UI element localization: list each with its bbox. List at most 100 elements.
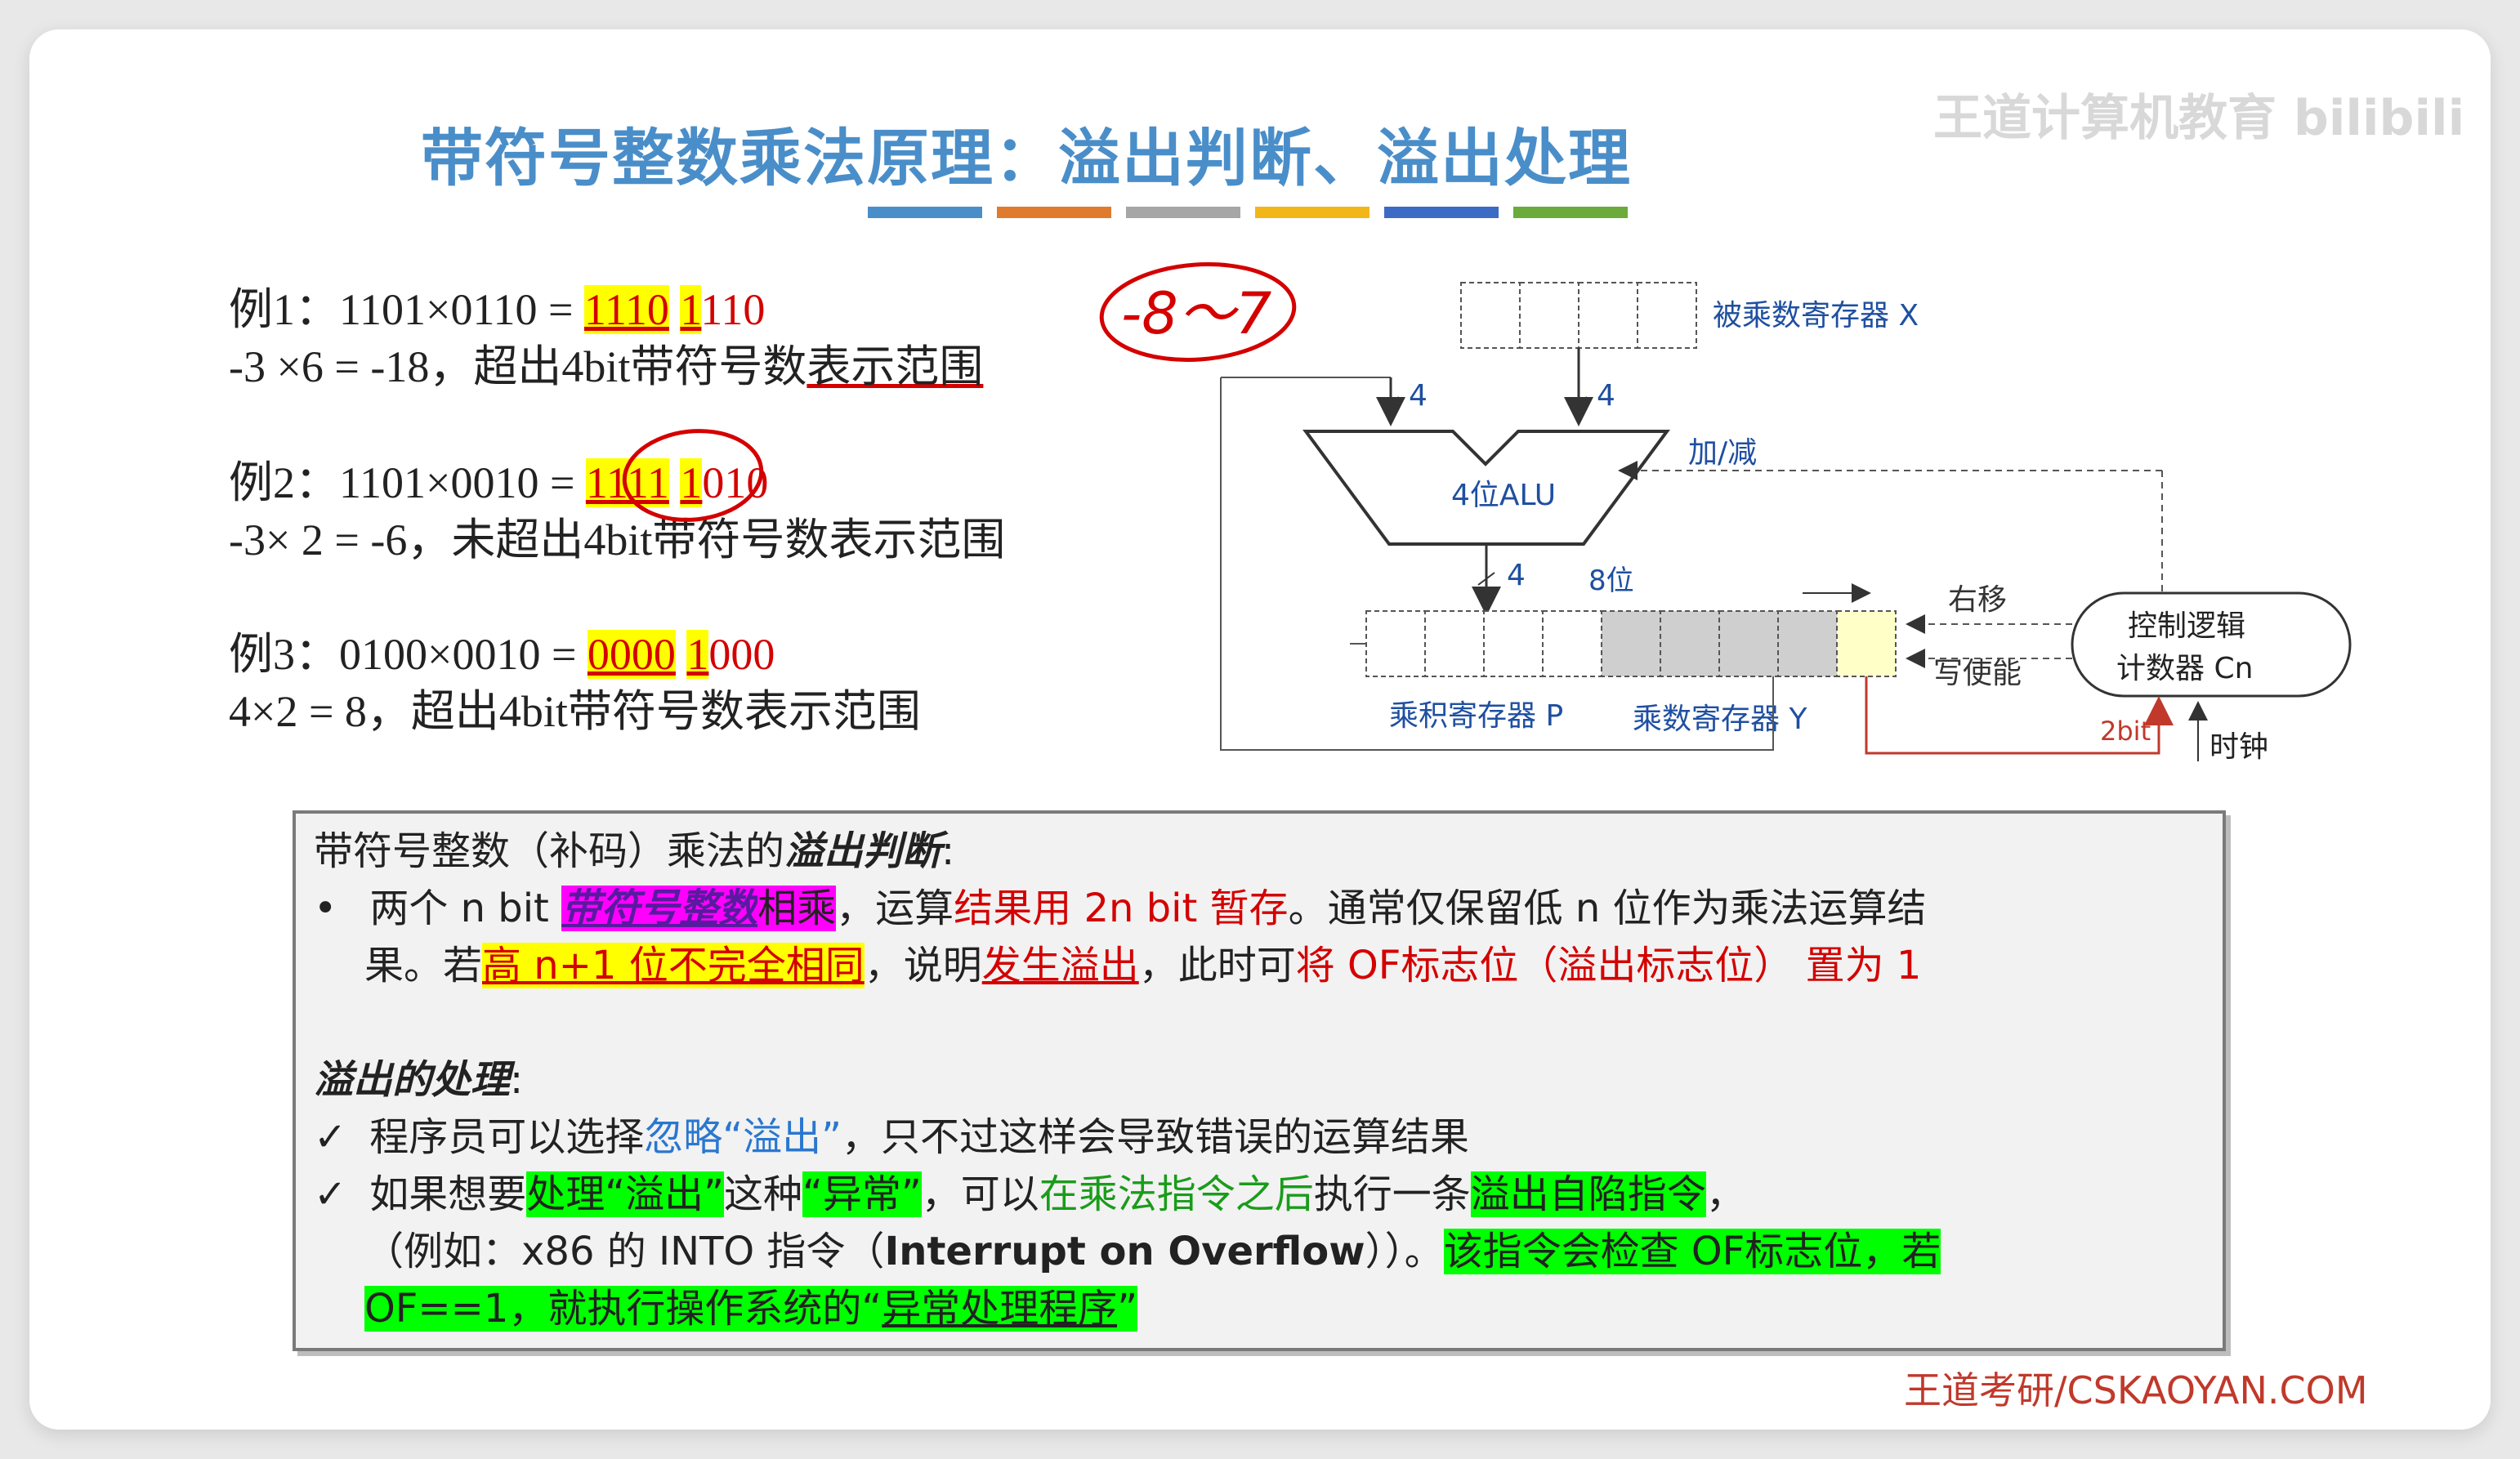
handling-title: 溢出的处理	[314, 1057, 511, 1103]
highlight-high-bits: 高 n+1 位不完全相同	[482, 943, 865, 988]
highlight-exception: “异常”	[802, 1171, 922, 1217]
example-1-range-text: 表示范围	[806, 342, 984, 391]
heading-emphasis: 溢出判断	[784, 828, 942, 874]
bits-label-8: 8位	[1588, 564, 1634, 597]
add-sub-label: 加/减	[1688, 436, 1757, 470]
color-bar	[1126, 207, 1240, 218]
bullet-icon: •	[314, 886, 337, 931]
example-2-equation: 例2：1101×0010 = 1111 1010	[229, 446, 768, 511]
register-y	[1601, 610, 1897, 677]
text: 果。若	[364, 943, 483, 988]
annotation-range-circle	[1099, 262, 1297, 362]
example-1-text: -3 ×6 = -18，超出4bit带符号数	[229, 342, 807, 391]
slide-title: 带符号整数乘法原理：溢出判断、溢出处理	[421, 122, 1632, 194]
text-overflow: 发生溢出	[981, 943, 1139, 988]
check-line-1: ✓程序员可以选择忽略“溢出”，只不过这样会导致错误的运算结果	[314, 1104, 1469, 1162]
annotation-range-text: -8～7	[1121, 280, 1271, 347]
footer-brand: 王道考研/CSKAOYAN.COM	[1904, 1368, 2368, 1412]
bits-label-4b: 4	[1597, 379, 1615, 413]
clock-label: 时钟	[2209, 730, 2268, 764]
text-set-of: 将 OF标志位（溢出标志位） 置为 1	[1295, 943, 1922, 988]
handling-heading: 溢出的处理:	[314, 1047, 523, 1104]
example-2-high-bits: 1111	[585, 458, 669, 507]
wire-feedback	[1220, 377, 1774, 751]
handwritten-annotations: -8～7	[622, 262, 1297, 522]
box-heading: 带符号整数（补码）乘法的溢出判断:	[314, 819, 954, 876]
example-1-low-bits: 110	[701, 285, 766, 334]
heading-colon: :	[941, 828, 955, 874]
two-bit-label: 2bit	[2100, 716, 2151, 747]
alu-label: 4位ALU	[1451, 479, 1556, 512]
handling-colon: :	[510, 1057, 524, 1103]
example-2-explanation: -3× 2 = -6，未超出4bit带符号数表示范围	[229, 515, 1006, 564]
control-logic-box	[2071, 591, 2352, 698]
check-icon: ✓	[314, 1171, 347, 1217]
example-1-high-bits: 1110	[583, 285, 669, 334]
text: 执行一条	[1313, 1171, 1471, 1217]
example-2-sign-bit: 1	[680, 458, 703, 507]
text-ignore-overflow: 忽略“溢出”	[644, 1114, 842, 1160]
register-y-label: 乘数寄存器 Y	[1633, 703, 1807, 736]
example-1-prefix: 例1：1101×0110 =	[229, 285, 584, 334]
text: 这种	[723, 1171, 802, 1217]
highlight-trap-instruction: 溢出自陷指令	[1470, 1171, 1706, 1217]
check-line-2: ✓如果想要处理“溢出”这种“异常”，可以在乘法指令之后执行一条溢出自陷指令，	[314, 1162, 1745, 1219]
example-3-explanation: 4×2 = 8，超出4bit带符号数表示范围	[229, 687, 921, 736]
right-shift-label: 右移	[1948, 583, 2007, 617]
register-x	[1460, 282, 1697, 349]
color-bar	[1384, 207, 1499, 218]
heading-text: 带符号整数（补码）乘法的	[314, 828, 785, 874]
annotation-example-2-circle	[622, 429, 764, 522]
register-p	[1365, 610, 1602, 677]
slide: 带符号整数乘法原理：溢出判断、溢出处理 王道计算机教育 bilibili 例1：…	[29, 29, 2491, 1430]
write-enable-label: 写使能	[1933, 657, 2022, 690]
bits-label-4c: 4	[1507, 559, 1526, 592]
overflow-explanation-box: 带符号整数（补码）乘法的溢出判断: •两个 n bit 带符号整数相乘，运算结果…	[293, 810, 2226, 1351]
text: ，说明	[864, 943, 982, 988]
text: ，只不过这样会导致错误的运算结果	[841, 1114, 1469, 1160]
color-bar	[1255, 207, 1369, 218]
register-x-label: 被乘数寄存器 X	[1713, 299, 1919, 332]
highlight-multiply: 相乘	[757, 886, 837, 931]
text-after-mul: 在乘法指令之后	[1039, 1171, 1314, 1217]
alu-shape	[1302, 430, 1670, 546]
text: 。通常仅保留低 n 位作为乘法运算结	[1288, 886, 1927, 931]
wire-two-bit	[1865, 676, 2174, 755]
text: ，可以	[921, 1171, 1039, 1217]
example-3-prefix: 例3：0100×0010 =	[229, 630, 588, 679]
color-bar	[997, 207, 1111, 218]
check-line-3: （例如：x86 的 INTO 指令（Interrupt on Overflow）…	[364, 1219, 1941, 1276]
color-bar	[868, 207, 982, 218]
example-3-high-bits: 0000	[587, 630, 676, 679]
bullet-line-2: 果。若高 n+1 位不完全相同，说明发生溢出，此时可将 OF标志位（溢出标志位）…	[364, 933, 1921, 990]
example-1-sign-bit: 1	[680, 285, 702, 334]
bits-label-4a: 4	[1409, 379, 1428, 413]
text: ，	[1705, 1171, 1745, 1217]
check-line-4: OF==1，就执行操作系统的“异常处理程序”	[364, 1276, 1138, 1333]
color-bar	[1513, 207, 1628, 218]
highlight-exception-handler: 异常处理程序	[882, 1286, 1118, 1332]
check-icon: ✓	[314, 1114, 347, 1160]
multiplier-hardware-diagram: 被乘数寄存器 X 4 4 4位ALU 加/减 4 8位	[1220, 282, 2352, 764]
register-p-label: 乘积寄存器 P	[1389, 699, 1563, 733]
control-logic-label: 控制逻辑	[2128, 609, 2245, 643]
bullet-line-1: •两个 n bit 带符号整数相乘，运算结果用 2n bit 暂存。通常仅保留低…	[314, 876, 1927, 933]
example-3-low-bits: 000	[708, 630, 775, 679]
text: ））。	[1365, 1229, 1444, 1274]
text-result-2n: 结果用 2n bit 暂存	[954, 886, 1289, 931]
text: （例如：x86 的 INTO 指令（	[364, 1229, 885, 1274]
text: 如果想要	[369, 1171, 527, 1217]
example-1-equation: 例1：1101×0110 = 1110 1110	[229, 273, 765, 337]
highlight-check-of: 该指令会检查 OF标志位，若	[1443, 1229, 1941, 1274]
counter-label: 计数器 Cn	[2116, 652, 2253, 685]
highlight-of-equals-1: OF==1，就执行操作系统的“	[364, 1286, 882, 1332]
example-2-prefix: 例2：1101×0010 =	[229, 458, 586, 507]
example-3-equation: 例3：0100×0010 = 0000 1000	[229, 618, 775, 682]
example-1-explanation: -3 ×6 = -18，超出4bit带符号数表示范围	[229, 330, 983, 395]
text: ，此时可	[1138, 943, 1296, 988]
highlight-quote-close: ”	[1117, 1286, 1138, 1332]
text-interrupt-on-overflow: Interrupt on Overflow	[884, 1229, 1365, 1274]
text: 两个 n bit	[369, 886, 562, 931]
text: ，运算	[836, 886, 954, 931]
bilibili-watermark: 王道计算机教育 bilibili	[1933, 90, 2465, 147]
